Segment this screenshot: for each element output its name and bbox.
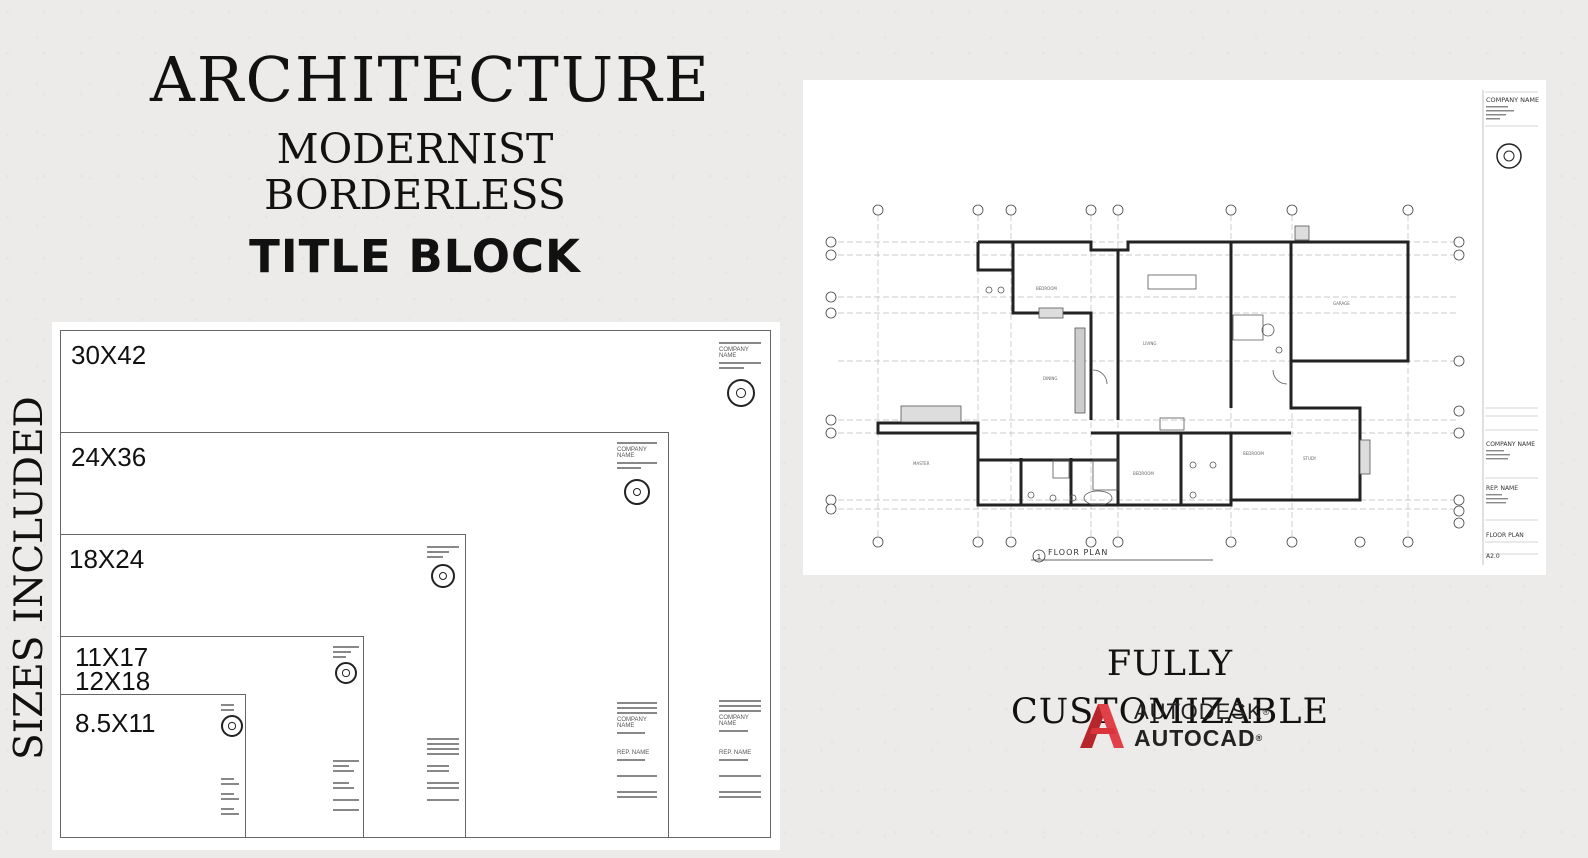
plan-caption: FLOOR PLAN <box>1048 548 1108 557</box>
heading-modernist: MODERNIST <box>276 125 554 173</box>
svg-text:BEDROOM: BEDROOM <box>1133 471 1154 476</box>
north-arrow-icon <box>431 564 455 588</box>
north-arrow-icon <box>727 379 755 407</box>
heading-title-block: TITLE BLOCK <box>249 230 581 283</box>
autocad-logo-icon <box>1080 704 1124 748</box>
sizes-included-label: SIZES INCLUDED <box>7 396 52 760</box>
plan-company-bottom: COMPANY NAME <box>1486 441 1535 448</box>
sheet-label-8-5x11: 8.5X11 <box>75 708 156 738</box>
svg-text:DINING: DINING <box>1043 376 1058 381</box>
title-block-top: COMPANY NAME <box>719 339 761 407</box>
title-block-bottom <box>427 735 459 804</box>
plan-rep: REP. NAME <box>1486 485 1518 492</box>
svg-text:BEDROOM: BEDROOM <box>1036 286 1057 291</box>
sheet-label-12x18: 12X18 <box>75 666 151 696</box>
fully-customizable-tagline: FULLY CUSTOMIZABLE <box>1010 644 1330 732</box>
sheet-label-24x36: 24X36 <box>71 442 147 472</box>
title-block-top: COMPANY NAME <box>617 439 657 505</box>
north-arrow-icon <box>1496 143 1522 169</box>
title-block-bottom <box>333 757 359 814</box>
title-block-top <box>333 643 359 684</box>
floor-plan-drawing: BEDROOM LIVING DINING GARAGE MASTER BEDR… <box>825 90 1539 565</box>
sheet-8-5x11: 8.5X11 <box>60 694 246 838</box>
plan-sheet-number: A2.0 <box>1486 553 1500 560</box>
sheet-label-11x17: 11X17 <box>75 642 149 672</box>
autocad-text: AUTOCAD <box>1134 725 1256 751</box>
svg-text:STUDY: STUDY <box>1303 456 1317 461</box>
title-block-bottom: COMPANY NAME REP. NAME <box>617 699 657 801</box>
plan-title-block: COMPANY NAME COMPANY NAME REP. NAME FLOO… <box>1482 90 1539 565</box>
svg-text:MASTER: MASTER <box>913 461 930 466</box>
title-block-top <box>221 701 243 737</box>
plan-company-top: COMPANY NAME <box>1486 96 1539 104</box>
title-block-bottom: COMPANY NAME REP. NAME <box>719 697 761 801</box>
sheet-label-30x42: 30X42 <box>71 340 147 370</box>
north-arrow-icon <box>624 479 650 505</box>
autocad-wordmark: AUTODESK® AUTOCAD® <box>1134 699 1271 751</box>
plan-sheet-title: FLOOR PLAN <box>1486 532 1524 539</box>
svg-text:BEDROOM: BEDROOM <box>1243 451 1264 456</box>
plan-caption-bubble <box>1032 549 1046 563</box>
svg-text:GARAGE: GARAGE <box>1333 301 1350 306</box>
title-block-bottom <box>221 775 243 818</box>
sheet-sizes-illustration: 30X42 COMPANY NAME COMPANY NAME REP. NAM… <box>52 322 780 850</box>
autodesk-text: AUTODESK <box>1134 699 1263 724</box>
svg-text:LIVING: LIVING <box>1143 341 1156 346</box>
heading-borderless: BORDERLESS <box>264 171 566 219</box>
north-arrow-icon <box>221 715 243 737</box>
title-block-top <box>427 543 459 588</box>
sheet-label-18x24: 18X24 <box>69 544 145 574</box>
heading-architecture: ARCHITECTURE <box>150 43 712 116</box>
north-arrow-icon <box>335 662 357 684</box>
floor-plan-sample: BEDROOM LIVING DINING GARAGE MASTER BEDR… <box>803 80 1546 575</box>
plan-caption-number: 1 <box>1037 553 1041 561</box>
